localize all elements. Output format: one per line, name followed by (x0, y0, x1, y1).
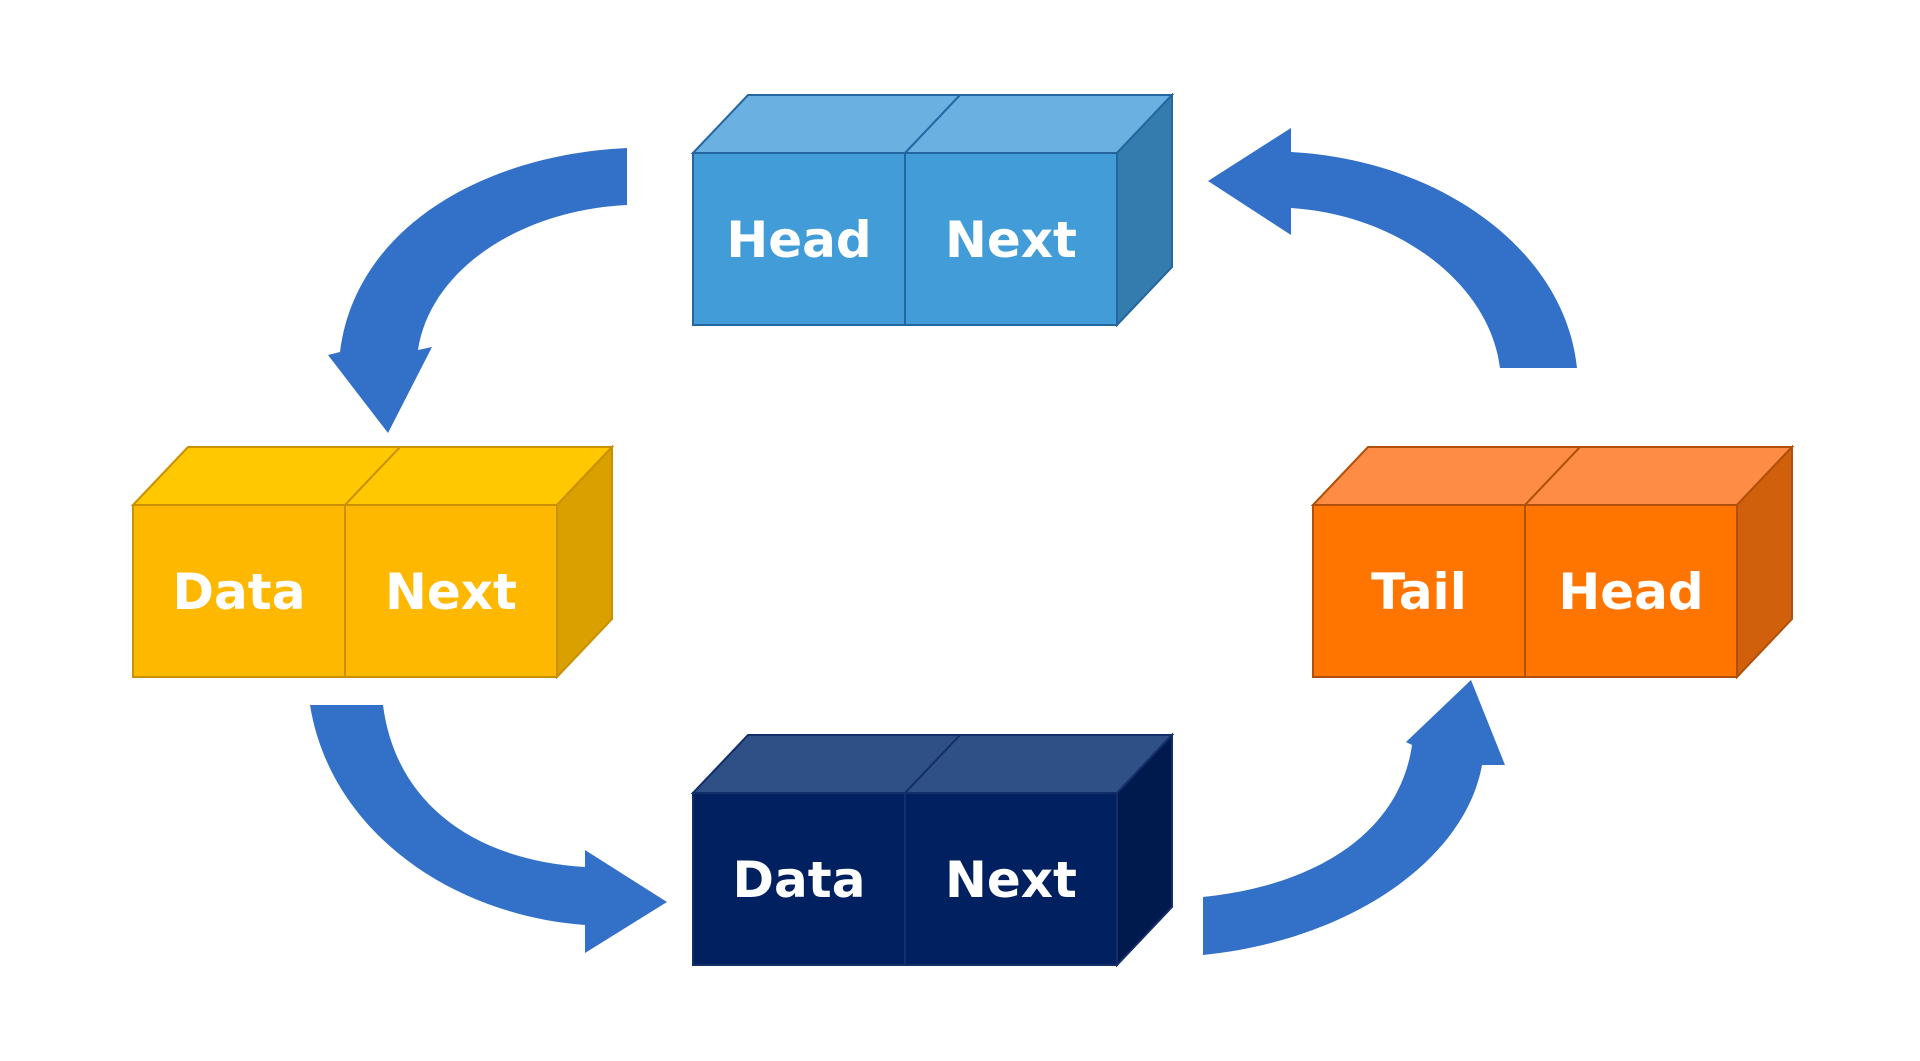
arrows (310, 128, 1577, 955)
node-data-1: Data Next (130, 444, 615, 680)
arrow-data-1-to-data-2 (310, 705, 667, 953)
node-cell-1 (344, 504, 558, 678)
node-cell-label: Next (385, 563, 517, 621)
node-cell-label: Next (945, 211, 1077, 269)
node-cell-1 (904, 152, 1118, 326)
node-cell-1 (1524, 504, 1738, 678)
node-cell-label: Data (733, 851, 866, 909)
node-cell-0 (692, 792, 906, 966)
node-head: Head Next (690, 92, 1175, 328)
node-data-2: Data Next (690, 732, 1175, 968)
arrow-data-2-to-tail (1203, 680, 1505, 955)
node-tail: Tail Head (1310, 444, 1795, 680)
node-top-divider (904, 94, 961, 154)
node-cell-label: Head (1558, 563, 1703, 621)
node-cell-0 (132, 504, 346, 678)
node-cell-label: Tail (1371, 563, 1467, 621)
node-top-divider (344, 446, 401, 506)
node-top-divider (1524, 446, 1581, 506)
arrow-head-to-data-1 (328, 148, 627, 433)
node-top-divider (904, 734, 961, 794)
arrow-tail-to-head (1208, 128, 1577, 368)
node-cell-label: Next (945, 851, 1077, 909)
node-cell-1 (904, 792, 1118, 966)
node-cell-label: Head (726, 211, 871, 269)
node-cell-label: Data (173, 563, 306, 621)
